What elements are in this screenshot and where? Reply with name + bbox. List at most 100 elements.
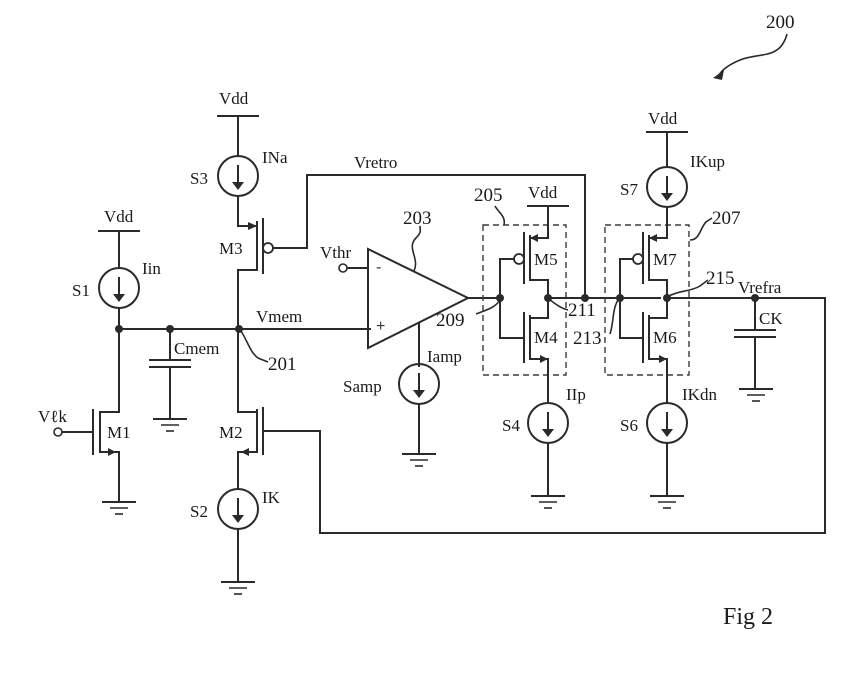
vlk-terminal (53, 427, 63, 437)
reference-arrow-200 (718, 33, 788, 76)
ref-209: 209 (436, 310, 465, 331)
arrowhead-icon (241, 448, 249, 456)
ground-icon (531, 495, 565, 509)
source-label-s7: S7 (620, 180, 638, 199)
leader-215 (668, 279, 709, 297)
current-label-iin: Iin (142, 259, 161, 278)
source-label-s4: S4 (502, 416, 520, 435)
arrowhead-icon (413, 390, 425, 398)
transistor-m3: M3 (219, 218, 308, 413)
ref-207: 207 (712, 208, 741, 229)
ground-icon (650, 495, 684, 509)
current-label-ik: IK (262, 488, 281, 507)
m4-label: M4 (534, 328, 558, 347)
inverter-box-205 (482, 224, 567, 376)
gate-bubble (513, 253, 525, 265)
arrowhead-icon (108, 448, 116, 456)
leader-205 (494, 205, 506, 226)
ground-icon (402, 453, 436, 467)
leader-201 (240, 330, 269, 363)
current-label-iip: IIp (566, 385, 586, 404)
ref-203: 203 (403, 208, 432, 229)
s7-branch: Vdd S7 IKup (620, 109, 725, 239)
figure-label: Fig 2 (723, 604, 773, 630)
s6-branch: IKdn S6 (620, 385, 717, 509)
s3-branch: Vdd S3 INa (190, 89, 288, 227)
m5-label: M5 (534, 250, 558, 269)
m3-label: M3 (219, 239, 243, 258)
figure-reference: 200 (766, 12, 795, 33)
transistor-m6: M6 (642, 279, 677, 404)
vdd-label-205: Vdd (528, 183, 558, 202)
arrowhead-icon (661, 193, 673, 201)
transistor-m7: M7 (619, 232, 677, 339)
vretro-label: Vretro (354, 153, 397, 172)
vthr-label: Vthr (320, 243, 352, 262)
s1-branch: Vdd S1 Iin (72, 207, 161, 413)
reference-arrowhead-icon (713, 70, 724, 80)
capacitor-cmem: Cmem (149, 328, 219, 432)
source-label-s6: S6 (620, 416, 638, 435)
source-label-s2: S2 (190, 502, 208, 521)
leader-203 (411, 225, 422, 272)
arrowhead-icon (661, 429, 673, 437)
current-label-ina: INa (262, 148, 288, 167)
vretro-net (306, 174, 586, 300)
current-label-iamp: Iamp (427, 347, 462, 366)
source-label-s3: S3 (190, 169, 208, 188)
leader-209 (475, 299, 501, 315)
leader-207 (689, 217, 713, 241)
gate-bubble (262, 242, 274, 254)
source-label-s1: S1 (72, 281, 90, 300)
comparator-203: - + Vthr 203 Iamp Samp (320, 208, 501, 467)
gate-bubble (632, 253, 644, 265)
arrowhead-icon (232, 182, 244, 190)
transistor-m5: M5 (499, 232, 558, 339)
vdd-label-s7: Vdd (648, 109, 678, 128)
ground-icon (221, 581, 255, 595)
junction-dot (115, 325, 123, 333)
arrowhead-icon (540, 355, 548, 363)
ref-213: 213 (573, 328, 602, 349)
current-label-ikdn: IKdn (682, 385, 717, 404)
vrefra-feedback-net (319, 297, 826, 534)
vthr-terminal (338, 263, 348, 273)
s2-branch: S2 IK (190, 488, 281, 595)
m6-label: M6 (653, 328, 677, 347)
source-label-samp: Samp (343, 377, 382, 396)
cmem-label: Cmem (174, 339, 219, 358)
arrowhead-icon (113, 294, 125, 302)
inverter-box-207 (604, 224, 690, 376)
ground-icon (102, 501, 136, 515)
transistor-m1: Vℓk M1 (38, 407, 136, 515)
s4-branch: IIp S4 (502, 385, 586, 509)
vdd-label-s1: Vdd (104, 207, 134, 226)
arrowhead-icon (659, 355, 667, 363)
capacitor-ck: CK (734, 297, 783, 402)
inverting-input-sign: - (376, 259, 381, 276)
vrefra-label: Vrefra (738, 278, 782, 297)
noninverting-input-sign: + (376, 318, 385, 335)
vdd-label-s3: Vdd (219, 89, 249, 108)
m1-label: M1 (107, 423, 131, 442)
arrowhead-icon (232, 515, 244, 523)
arrowhead-icon (542, 429, 554, 437)
ref-205: 205 (474, 185, 503, 206)
vlk-label: Vℓk (38, 407, 67, 426)
ground-icon (739, 388, 773, 402)
m2-label: M2 (219, 423, 243, 442)
leader-213 (609, 299, 619, 335)
ck-label: CK (759, 309, 783, 328)
ref-201: 201 (268, 354, 297, 375)
transistor-m2: M2 (219, 407, 321, 490)
arrowhead-icon (248, 222, 257, 230)
leader-211 (549, 299, 569, 311)
ground-icon (153, 418, 187, 432)
m7-label: M7 (653, 250, 677, 269)
arrowhead-icon (530, 234, 538, 242)
ref-215: 215 (706, 268, 735, 289)
arrowhead-icon (649, 234, 657, 242)
vmem-label: Vmem (256, 307, 302, 326)
